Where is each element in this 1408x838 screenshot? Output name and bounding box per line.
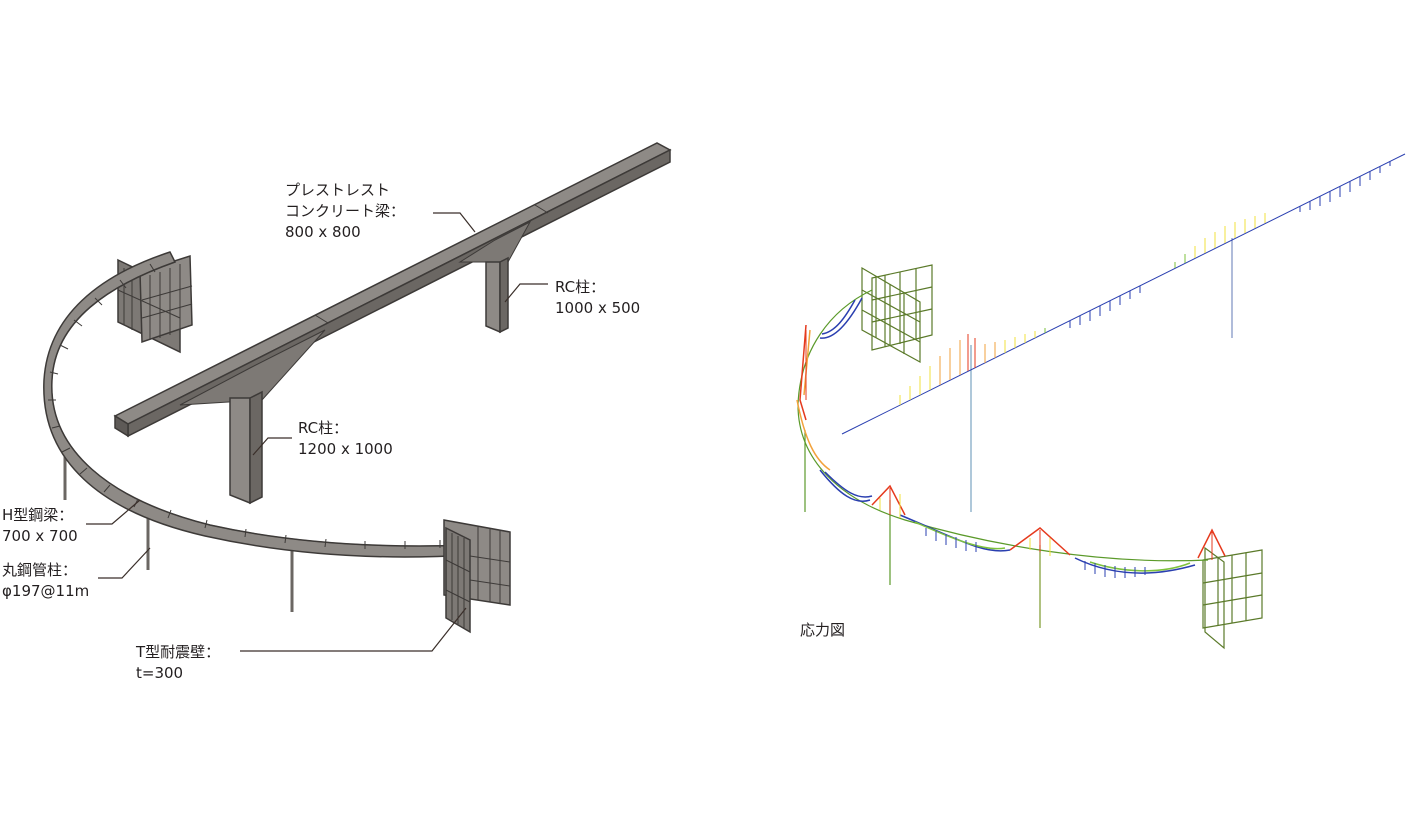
steel-pipe-column-label-line1: 丸鋼管柱： — [2, 561, 78, 579]
stress-beam-curve — [797, 289, 1209, 562]
stress-diagram-caption: 応力図 — [800, 621, 846, 639]
steel-pipe-column-label: 丸鋼管柱： φ197@11m — [2, 560, 89, 602]
pc-beam-label-line2: コンクリート梁： — [285, 202, 406, 220]
stress-curve-hatch — [796, 297, 1226, 574]
steel-pipe-column-label-line2: φ197@11m — [2, 582, 90, 600]
rc-column-small-label: RC柱： 1000 x 500 — [555, 277, 640, 319]
pc-beam-label: プレストレスト コンクリート梁： 800 x 800 — [285, 180, 405, 243]
stress-curve-ticks — [805, 330, 1213, 578]
rc-column-large — [179, 329, 326, 505]
rc-column-small-label-line2: 1000 x 500 — [555, 299, 641, 317]
stress-diagram — [796, 153, 1406, 650]
rc-column-small-label-line1: RC柱： — [555, 278, 606, 296]
t-shear-wall-rear — [117, 254, 193, 354]
stress-wall-mesh-front — [1202, 546, 1263, 650]
leader-lines — [86, 212, 548, 652]
rc-column-small — [458, 220, 532, 334]
rc-column-large-label-line2: 1200 x 1000 — [298, 440, 393, 458]
pc-beam-label-line3: 800 x 800 — [285, 223, 361, 241]
t-shear-wall-front — [443, 519, 511, 634]
stress-straight-hatch — [899, 161, 1391, 405]
stress-wall-mesh-rear — [861, 264, 933, 364]
rc-column-large-label: RC柱： 1200 x 1000 — [298, 418, 393, 460]
h-steel-beam-label-line2: 700 x 700 — [2, 527, 78, 545]
t-shear-wall-label: T型耐震壁： t=300 — [136, 642, 220, 684]
t-shear-wall-label-line1: T型耐震壁： — [136, 643, 221, 661]
h-steel-beam-label-line1: H型鋼梁： — [2, 506, 74, 524]
t-shear-wall-label-line2: t=300 — [136, 664, 184, 682]
rc-column-large-label-line1: RC柱： — [298, 419, 349, 437]
h-steel-beam-label: H型鋼梁： 700 x 700 — [2, 505, 78, 547]
structural-model — [43, 142, 672, 652]
pc-beam-label-line1: プレストレスト — [285, 181, 391, 199]
stress-beam-straight — [841, 153, 1406, 435]
